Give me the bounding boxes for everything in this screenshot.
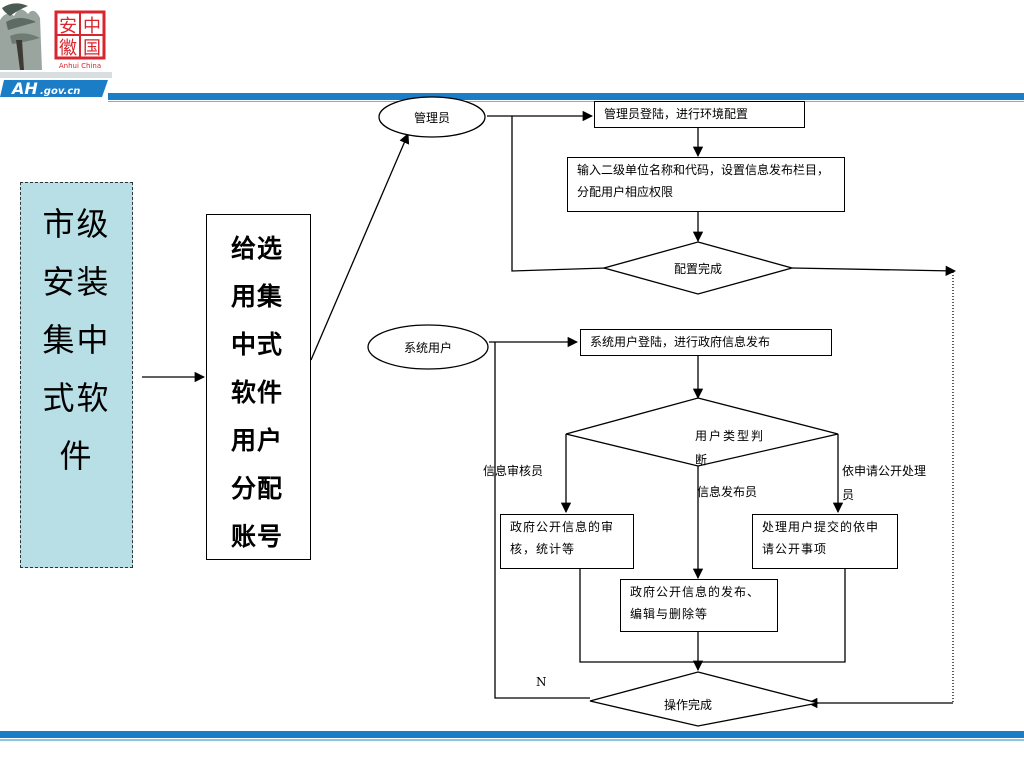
svg-text:AH: AH xyxy=(10,79,38,98)
city-install-box: 市级安装集中式软件 xyxy=(20,182,133,568)
ah-gov-logo: 安 中 徽 国 Anhui China AH .gov.cn xyxy=(0,0,112,100)
footer-blue-bar xyxy=(0,731,1024,738)
footer-blue-line xyxy=(0,739,1024,741)
request-box: 处理用户提交的依申请公开事项 xyxy=(752,514,898,569)
admin-actor-label: 管理员 xyxy=(413,111,450,125)
assign-account-box: 给选用集中式软件用户分配账号 xyxy=(206,214,311,560)
publisher-branch-label: 信息发布员 xyxy=(697,485,758,499)
config-done-label: 配置完成 xyxy=(673,262,722,276)
user-actor-label: 系统用户 xyxy=(403,341,452,355)
header-blue-line xyxy=(108,101,1024,102)
audit-box: 政府公开信息的审核，统计等 xyxy=(500,514,634,569)
operation-done-label: 操作完成 xyxy=(663,698,712,712)
request-handler-branch-label: 依申请公开处理员 xyxy=(842,464,927,502)
admin-login-box: 管理员登陆，进行环境配置 xyxy=(594,101,805,128)
svg-text:安: 安 xyxy=(59,16,77,37)
svg-text:Anhui China: Anhui China xyxy=(59,62,101,70)
user-login-box: 系统用户登陆，进行政府信息发布 xyxy=(580,329,832,356)
svg-text:.gov.cn: .gov.cn xyxy=(40,86,80,97)
admin-config-box: 输入二级单位名称和代码，设置信息发布栏目，分配用户相应权限 xyxy=(567,157,845,212)
svg-text:国: 国 xyxy=(83,38,101,59)
svg-text:中: 中 xyxy=(83,16,101,37)
user-type-decision-label: 用户类型判断 xyxy=(695,429,766,467)
svg-text:徽: 徽 xyxy=(59,38,77,59)
publish-box: 政府公开信息的发布、编辑与删除等 xyxy=(620,579,778,632)
header-blue-bar xyxy=(108,93,1024,100)
loop-n-label: N xyxy=(536,675,547,689)
auditor-branch-label: 信息审核员 xyxy=(483,464,544,478)
